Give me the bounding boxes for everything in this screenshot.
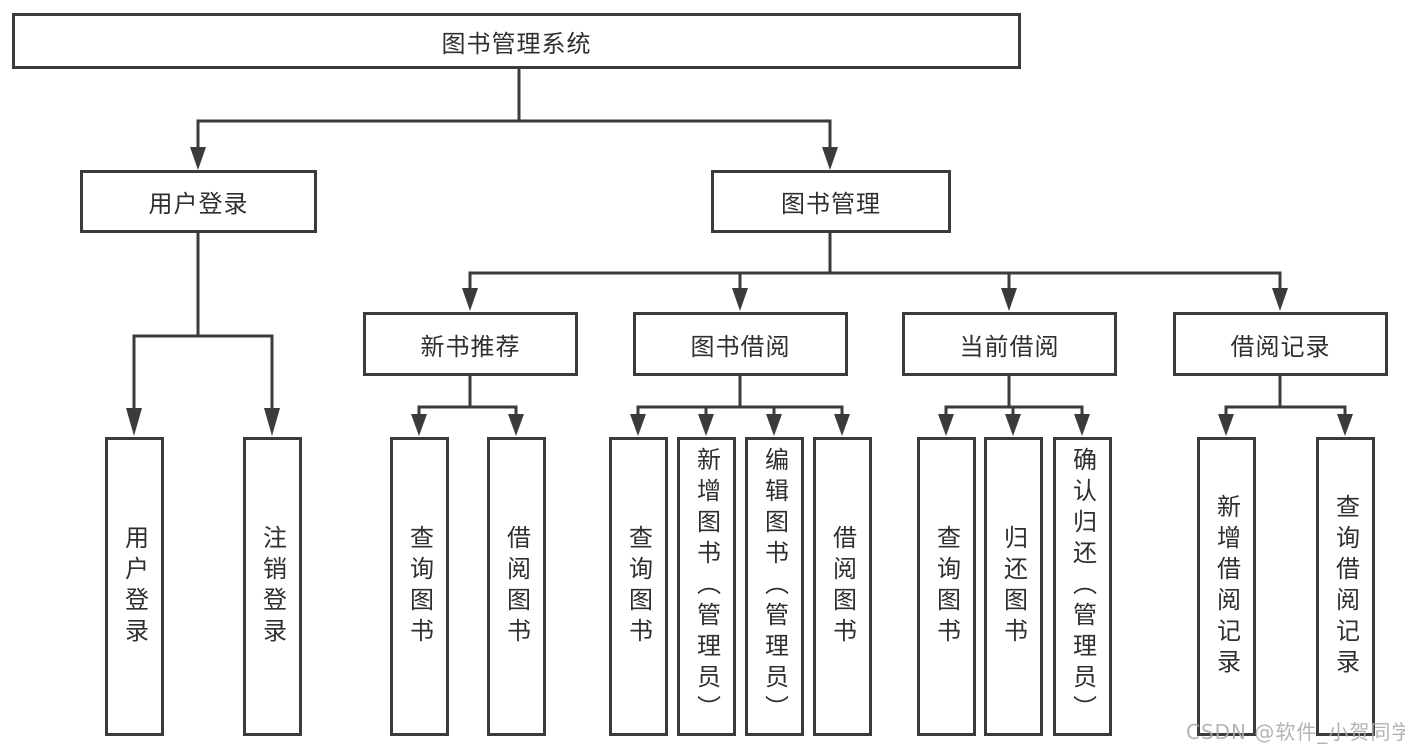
leaf-logout: 注销登录 bbox=[243, 437, 302, 736]
leaf-confirm-return-admin-label: 确认归还（管理员） bbox=[1068, 447, 1097, 726]
leaf-edit-book-admin-label: 编辑图书（管理员） bbox=[760, 447, 789, 726]
arrow-down-icon bbox=[462, 288, 478, 311]
node-borrowing-records-label: 借阅记录 bbox=[1230, 332, 1331, 361]
arrowheads bbox=[126, 147, 1353, 436]
leaf-logout-label: 注销登录 bbox=[258, 524, 287, 649]
arrow-down-icon bbox=[1001, 288, 1017, 311]
user-login-subtree-lines bbox=[132, 233, 274, 408]
arrow-down-icon bbox=[1218, 414, 1234, 436]
leaf-query-books-recommend-label: 查询图书 bbox=[405, 524, 434, 649]
leaf-query-books-borrowing: 查询图书 bbox=[609, 437, 668, 736]
leaf-add-book-admin: 新增图书（管理员） bbox=[677, 437, 736, 736]
leaf-add-borrow-record-label: 新增借阅记录 bbox=[1212, 493, 1241, 680]
leaf-query-books-current-label: 查询图书 bbox=[932, 524, 961, 649]
arrow-down-icon bbox=[822, 147, 838, 170]
recommend-subtree-lines bbox=[417, 376, 518, 414]
arrow-down-icon bbox=[411, 414, 427, 436]
level2-rail-line bbox=[196, 119, 832, 147]
arrow-down-icon bbox=[1005, 414, 1021, 436]
node-borrowing-records: 借阅记录 bbox=[1173, 312, 1388, 376]
leaf-query-borrow-record-label: 查询借阅记录 bbox=[1331, 493, 1360, 680]
book-management-rail-lines bbox=[468, 233, 1282, 288]
node-book-borrowing: 图书借阅 bbox=[633, 312, 848, 376]
node-book-management: 图书管理 bbox=[711, 170, 951, 233]
leaf-borrow-books-borrowing-label: 借阅图书 bbox=[828, 524, 857, 649]
leaf-return-books-label: 归还图书 bbox=[999, 524, 1028, 649]
node-book-management-label: 图书管理 bbox=[781, 190, 881, 218]
leaf-return-books: 归还图书 bbox=[984, 437, 1043, 736]
node-root-label: 图书管理系统 bbox=[441, 29, 592, 58]
arrow-down-icon bbox=[630, 414, 646, 436]
watermark: CSDN @软件_小贺同学 bbox=[1186, 720, 1405, 744]
node-user-login-label: 用户登录 bbox=[148, 190, 249, 218]
borrowing-subtree-lines bbox=[636, 376, 844, 414]
arrow-down-icon bbox=[264, 408, 280, 436]
leaf-add-book-admin-label: 新增图书（管理员） bbox=[692, 447, 721, 726]
leaf-confirm-return-admin: 确认归还（管理员） bbox=[1053, 437, 1112, 736]
node-book-borrowing-label: 图书借阅 bbox=[690, 332, 791, 361]
node-new-book-recommendation-label: 新书推荐 bbox=[420, 332, 521, 361]
node-user-login: 用户登录 bbox=[80, 170, 317, 233]
arrow-down-icon bbox=[698, 414, 714, 436]
arrow-down-icon bbox=[508, 414, 524, 436]
node-root: 图书管理系统 bbox=[12, 13, 1021, 69]
node-new-book-recommendation: 新书推荐 bbox=[363, 312, 578, 376]
arrow-down-icon bbox=[1074, 414, 1090, 436]
leaf-borrow-books-borrowing: 借阅图书 bbox=[813, 437, 872, 736]
arrow-down-icon bbox=[938, 414, 954, 436]
leaf-user-login: 用户登录 bbox=[105, 437, 164, 736]
leaf-query-books-recommend: 查询图书 bbox=[390, 437, 449, 736]
arrow-down-icon bbox=[732, 288, 748, 311]
leaf-borrow-books-recommend: 借阅图书 bbox=[487, 437, 546, 736]
arrow-down-icon bbox=[1272, 288, 1288, 311]
arrow-down-icon bbox=[1337, 414, 1353, 436]
node-current-borrowing: 当前借阅 bbox=[902, 312, 1117, 376]
arrow-down-icon bbox=[834, 414, 850, 436]
leaf-edit-book-admin: 编辑图书（管理员） bbox=[745, 437, 804, 736]
leaf-borrow-books-recommend-label: 借阅图书 bbox=[502, 524, 531, 649]
records-subtree-lines bbox=[1224, 376, 1347, 414]
arrow-down-icon bbox=[766, 414, 782, 436]
leaf-add-borrow-record: 新增借阅记录 bbox=[1197, 437, 1256, 736]
leaf-query-books-borrowing-label: 查询图书 bbox=[624, 524, 653, 649]
node-current-borrowing-label: 当前借阅 bbox=[959, 332, 1060, 361]
leaf-user-login-label: 用户登录 bbox=[120, 524, 149, 649]
leaf-query-borrow-record: 查询借阅记录 bbox=[1316, 437, 1375, 736]
arrow-down-icon bbox=[126, 408, 142, 436]
arrow-down-icon bbox=[190, 147, 206, 170]
leaf-query-books-current: 查询图书 bbox=[917, 437, 976, 736]
current-subtree-lines bbox=[944, 376, 1084, 414]
